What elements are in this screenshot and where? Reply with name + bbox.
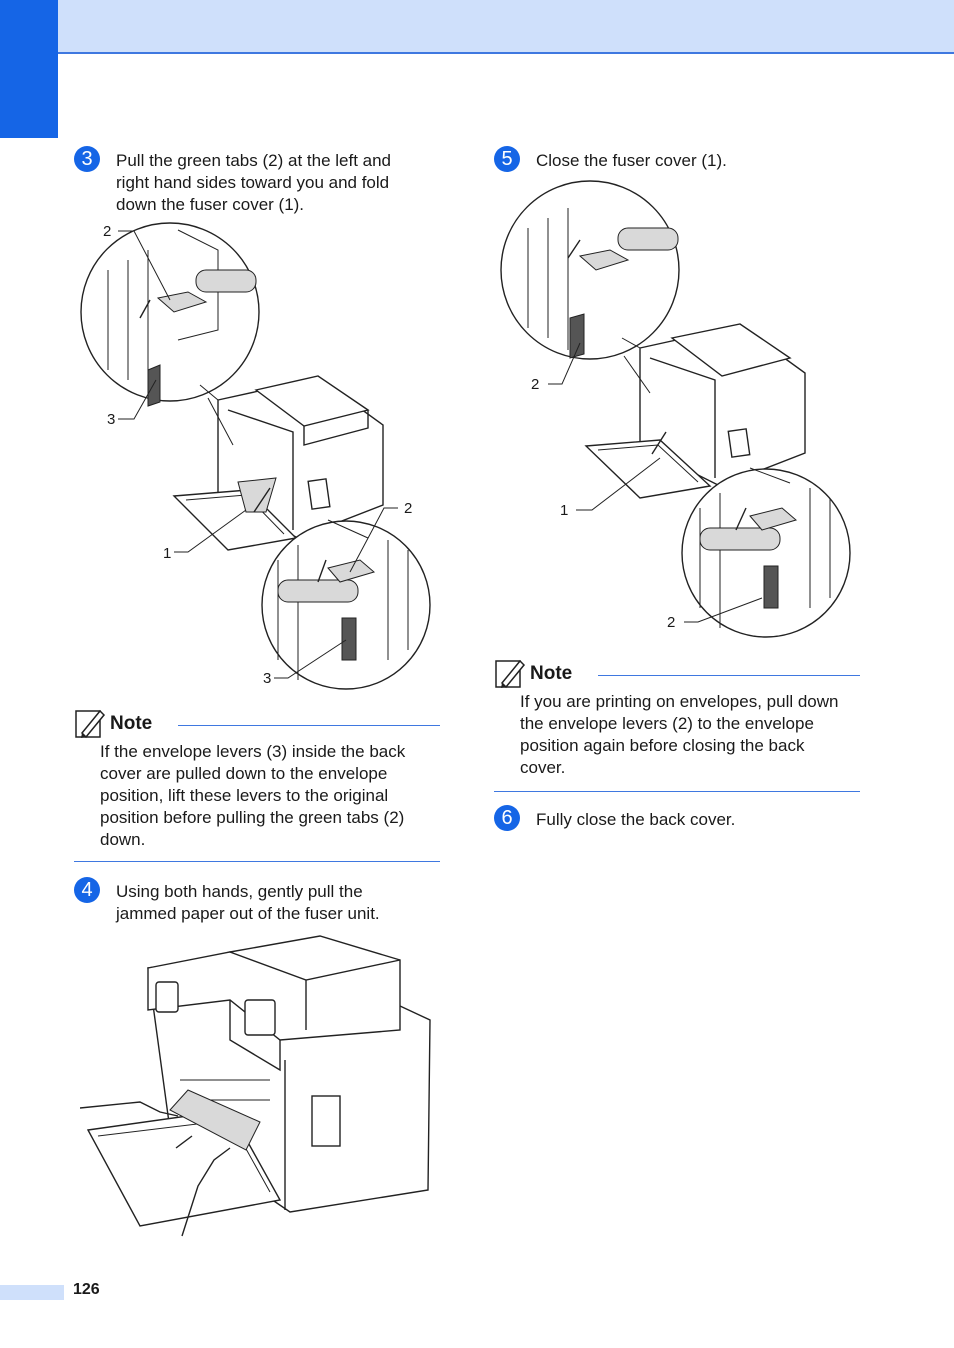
note-body: If the envelope levers (3) inside the ba…: [100, 742, 406, 849]
note-header: Note: [494, 657, 860, 689]
callout-label: 3: [263, 670, 272, 687]
jammed-paper: [169, 1089, 261, 1151]
step-number-badge: 6: [494, 805, 520, 831]
callout-label: 3: [107, 411, 116, 428]
zoom-circle-top: [500, 180, 680, 360]
zoom-circle-top: [80, 222, 260, 402]
note-box: Note If you are printing on envelopes, p…: [494, 657, 860, 793]
page-number-band: [0, 1285, 64, 1300]
step-4: 4 Using both hands, gently pull the jamm…: [74, 877, 444, 927]
step-text: Close the fuser cover (1).: [536, 151, 727, 170]
fuser-close-illustration: [500, 180, 851, 638]
header-band: [0, 0, 954, 54]
pencil-note-icon: [495, 659, 526, 689]
chapter-tab: [0, 0, 58, 138]
pencil-note-icon: [75, 709, 106, 739]
step-text: Using both hands, gently pull the jammed…: [116, 882, 380, 923]
page-number: 126: [73, 1281, 100, 1298]
note-body: If you are printing on envelopes, pull d…: [520, 692, 839, 777]
callout-label: 2: [404, 500, 413, 517]
zoom-circle-bottom: [261, 520, 431, 690]
back-cover-open: [584, 439, 712, 499]
note-bottom-rule: [74, 861, 440, 862]
callout-label: 2: [103, 223, 112, 240]
step-number-badge: 3: [74, 146, 100, 172]
zoom-circle-bottom: [681, 468, 851, 638]
callout-label: 2: [531, 376, 540, 393]
callout-label: 1: [163, 545, 172, 562]
fuser-cover-illustration: [80, 222, 431, 690]
step-3: 3 Pull the green tabs (2) at the left an…: [74, 146, 444, 216]
callout-label: 2: [667, 614, 676, 631]
note-rule: [598, 675, 860, 676]
note-header: Note: [74, 707, 440, 739]
note-bottom-rule: [494, 791, 860, 792]
step-text: Fully close the back cover.: [536, 810, 736, 829]
step-6: 6 Fully close the back cover.: [494, 805, 864, 835]
step-number-badge: 4: [74, 877, 100, 903]
paper-removal-illustration: [80, 935, 431, 1237]
callout-label: 1: [560, 502, 569, 519]
step-number-badge: 5: [494, 146, 520, 172]
step-text: Pull the green tabs (2) at the left and …: [116, 151, 392, 214]
note-box: Note If the envelope levers (3) inside t…: [74, 707, 440, 863]
note-title: Note: [530, 663, 573, 684]
step-5: 5 Close the fuser cover (1).: [494, 146, 864, 176]
note-title: Note: [110, 713, 153, 734]
note-rule: [178, 725, 440, 726]
